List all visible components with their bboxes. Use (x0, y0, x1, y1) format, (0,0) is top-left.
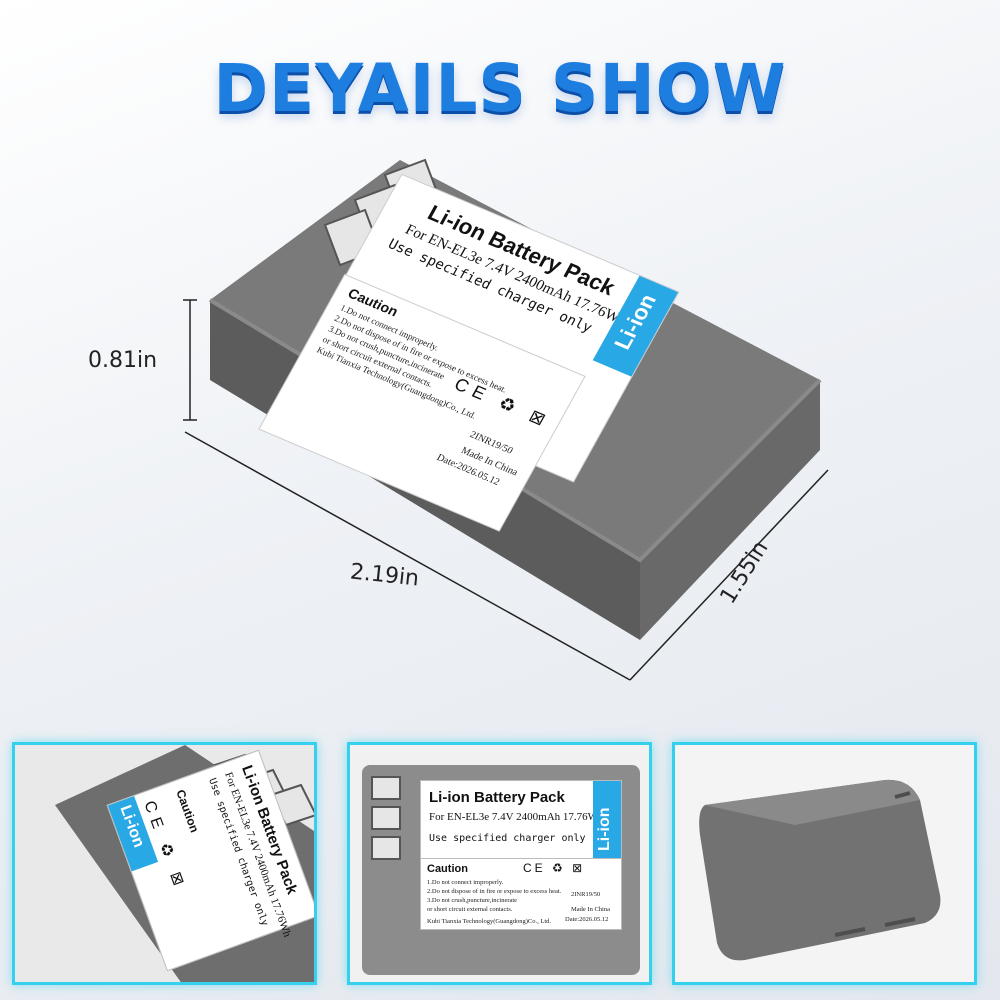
hero-battery-image: 0.81in 2.19in 1.55in Li-ion Battery Pack… (88, 158, 829, 681)
flat-caution-line: or short circuit external contacts. (427, 906, 513, 913)
detail-panel-back (672, 742, 977, 985)
flat-cell-code: 2INR19/50 (571, 891, 601, 898)
dimension-lines (183, 299, 829, 681)
flat-caution-line: 1.Do not connect improperly. (427, 879, 504, 886)
flat-caution-label: Caution CE ♻ ⊠ 1.Do not connect improper… (420, 858, 622, 930)
page-heading: DEYAILS SHOW (213, 50, 787, 127)
flat-label-model: For EN-EL3e 7.4V 2400mAh 17.76Wh (429, 811, 604, 823)
detail-panel-closeup: Li-ion Battery Pack For EN-EL3e 7.4V 240… (12, 742, 317, 985)
detail-panel-flat: Li-ion Battery Pack For EN-EL3e 7.4V 240… (347, 742, 652, 985)
flat-label-title: Li-ion Battery Pack (429, 789, 565, 806)
back-battery-illustration (699, 779, 941, 961)
flat-label-charger: Use specified charger only (429, 833, 586, 844)
flat-side-tag: Li-ion (593, 781, 621, 873)
flat-marks: CE ♻ ⊠ (523, 861, 586, 875)
closeup-caution-title: Caution (173, 787, 202, 835)
height-dimension: 0.81in (88, 348, 158, 373)
flat-made-in: Made In China (571, 906, 610, 913)
flat-date: Date:2026.05.12 (565, 916, 609, 923)
flat-caution-company: Kubi Tianxia Technology(Guangdong)Co., L… (427, 918, 552, 925)
flat-caution-title: Caution (427, 863, 468, 875)
flat-side-tag-text: Li-ion (596, 807, 613, 851)
flat-caution-line: 2.Do not dispose of in fire or expose to… (427, 888, 562, 895)
flat-caution-line: 3.Do not crush,puncture,incinerate (427, 897, 518, 904)
